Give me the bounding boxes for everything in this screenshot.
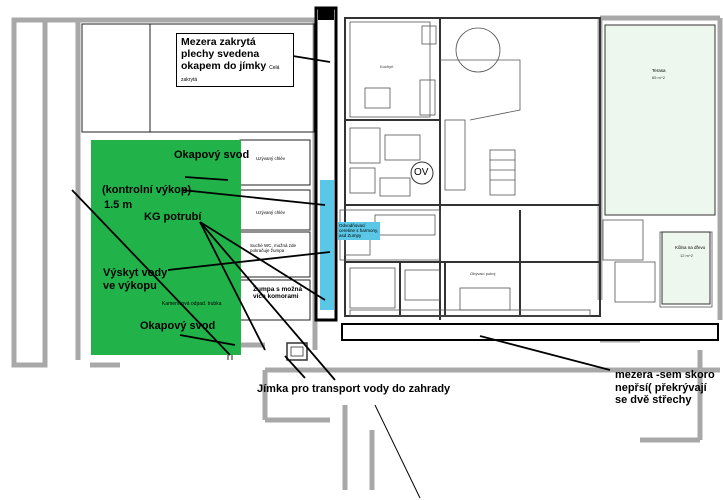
terrace xyxy=(604,24,716,216)
garden-room-area-label: 12 m^2 xyxy=(680,253,693,258)
sump-box xyxy=(286,342,308,361)
ov-circle xyxy=(410,161,434,185)
downspout-bottom-label: Okapový svod xyxy=(140,320,216,332)
interior-details xyxy=(339,21,713,317)
gravel-drain-label: Kamenivová odpad. trubka xyxy=(162,301,222,307)
drain-channel-label: Odvodňovací ceretine s harmony, asd Zump… xyxy=(338,222,380,240)
roof-gap-label: mezera -sem skoro nepřsí( překrývají se … xyxy=(615,369,715,407)
kg-pipe-label: KG potrubí xyxy=(144,211,202,223)
gutter-top xyxy=(318,8,334,20)
gap-gutter-text: Mezera zakrytá plechy svedena okapem do … xyxy=(181,36,267,73)
dry-wc-label: Suché WC, možná zde pokračuje žumpa xyxy=(250,243,297,254)
annotation-lines xyxy=(71,51,611,381)
sump-inner xyxy=(290,346,304,357)
garden-room-label: Kůlna na dřevo xyxy=(675,245,706,250)
water-in-pit-label: Výskyt vody ve výkopu xyxy=(103,267,168,292)
roof-gap-box xyxy=(341,323,719,341)
living-label: Obývací pokoj xyxy=(470,271,496,276)
garden-room xyxy=(661,231,711,305)
downspout-top-label: Okapový svod xyxy=(174,149,250,161)
room-uncovered-2: Uzývaný chlév xyxy=(256,210,286,215)
room-uncovered-1: Uzývaný chlév xyxy=(256,156,286,161)
terrace-area-label: 65 m^2 xyxy=(652,75,665,80)
sump-transport-label: Jímka pro transport vody do zahrady xyxy=(257,383,451,395)
terrace-label: Terasa xyxy=(652,68,666,73)
control-pit-label: (kontrolní výkop) xyxy=(102,184,192,196)
kitchen-label: Kuchyň xyxy=(380,64,394,69)
ov-label: OV xyxy=(414,167,429,178)
septic-label: Žumpa s možná více komorami xyxy=(253,286,303,301)
water-channel xyxy=(320,180,334,310)
depth-label: 1.5 m xyxy=(104,199,133,211)
whole-covered-text: Celá zakrytá xyxy=(181,65,280,84)
down-arrow xyxy=(374,404,421,499)
garden-green-area xyxy=(91,140,241,355)
gap-gutter-note: Mezera zakrytá plechy svedena okapem do … xyxy=(176,33,294,88)
